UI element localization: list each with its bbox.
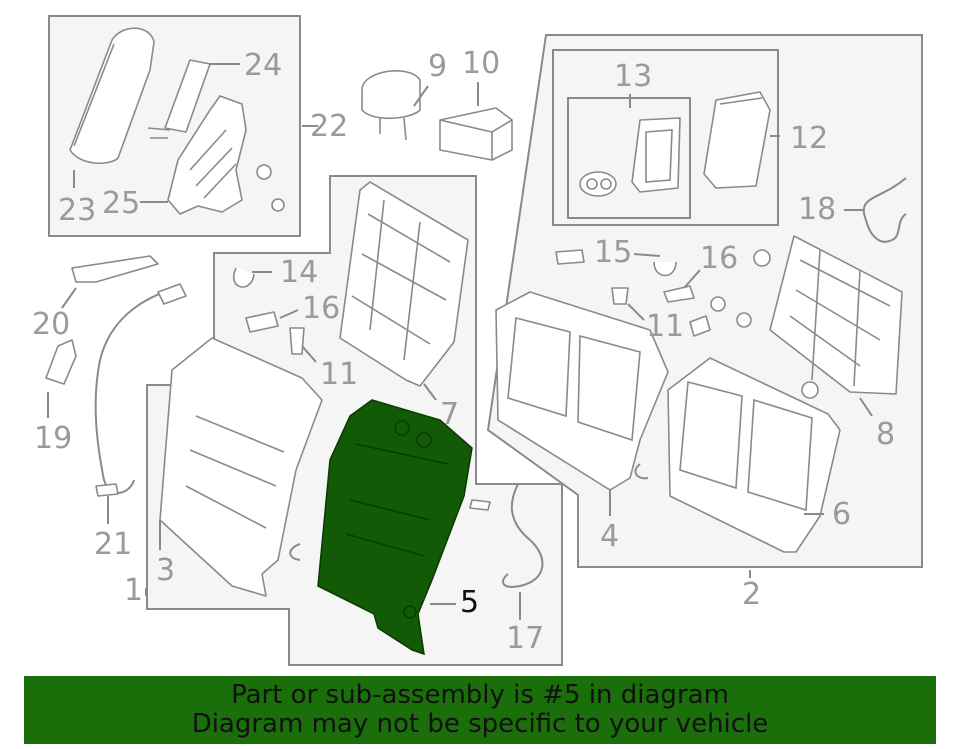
seat-frame-8	[769, 235, 903, 395]
cable-18	[862, 177, 907, 243]
label-14: 14	[280, 255, 318, 290]
label-24: 24	[244, 48, 282, 83]
label-8: 8	[876, 417, 895, 452]
label-13: 13	[614, 59, 652, 94]
label-1: 1	[124, 573, 143, 608]
armrest-cover-12	[703, 91, 771, 189]
label-16-left: 16	[302, 291, 340, 326]
label-4: 4	[600, 519, 619, 554]
label-15: 15	[594, 235, 632, 270]
label-10: 10	[462, 46, 500, 81]
label-16-right: 16	[700, 241, 738, 276]
label-19: 19	[34, 421, 72, 456]
label-23: 23	[58, 193, 96, 228]
label-3: 3	[156, 553, 175, 588]
label-11-right: 11	[646, 309, 684, 344]
label-11-left: 11	[320, 357, 358, 392]
seat-frame-7	[339, 181, 469, 387]
seat-back-4	[495, 291, 669, 491]
banner-line-1: Part or sub-assembly is #5 in diagram	[231, 680, 729, 710]
label-6: 6	[832, 497, 851, 532]
label-2: 2	[742, 577, 761, 612]
seat-back-6	[667, 357, 841, 553]
label-9: 9	[428, 49, 447, 84]
label-25: 25	[102, 186, 140, 221]
banner-line-2: Diagram may not be specific to your vehi…	[191, 709, 769, 739]
label-17: 17	[506, 621, 544, 656]
armrest-mechanism-25	[167, 95, 247, 215]
label-18: 18	[798, 192, 836, 227]
label-7: 7	[440, 397, 459, 432]
cupholder-13	[631, 117, 681, 193]
cable-17	[502, 483, 544, 588]
label-12: 12	[790, 121, 828, 156]
label-5: 5	[460, 585, 479, 620]
seat-back-3	[159, 337, 323, 597]
headrest-9	[361, 70, 421, 120]
seat-back-5-highlighted	[317, 399, 473, 656]
label-21: 21	[94, 527, 132, 562]
label-22: 22	[310, 109, 348, 144]
latch-19	[45, 339, 77, 385]
bracket-20	[71, 255, 159, 283]
label-20: 20	[32, 307, 70, 342]
armrest-pad-23	[69, 27, 155, 165]
headrest-pad-10	[439, 107, 513, 161]
info-banner: Part or sub-assembly is #5 in diagram Di…	[24, 676, 936, 744]
